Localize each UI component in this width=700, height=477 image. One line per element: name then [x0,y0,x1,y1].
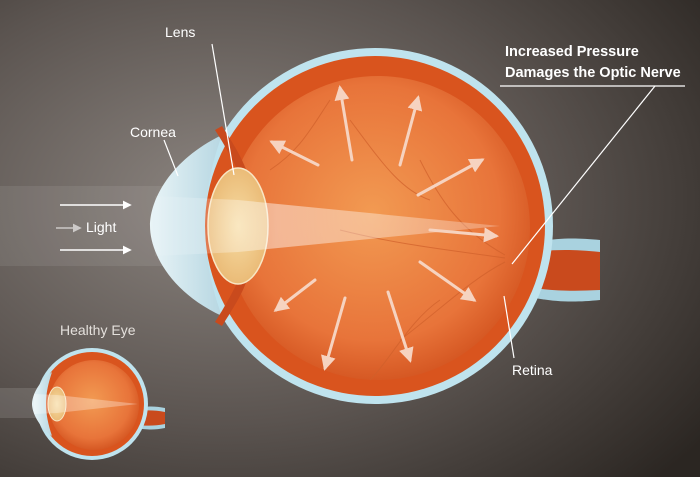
healthy-eye-lens [47,386,67,422]
pressure-arrow [416,158,485,197]
cornea-leader [163,139,179,177]
lens-leader [211,43,235,176]
refracted-light-beam [155,196,500,256]
pressure-arrow [334,85,354,162]
retina-label: Retina [512,362,553,378]
pressure-arrow [269,140,320,167]
pressure-arrow [386,290,414,363]
iris-top [215,126,248,180]
pressure-arrow [428,227,499,243]
pressure-arrow [321,296,347,371]
healthy-eye-cornea [32,372,52,436]
cornea-label: Cornea [130,124,176,140]
retina-leader [503,295,515,359]
blood-vessels [269,99,506,381]
healthy-eye-label: Healthy Eye [60,322,136,338]
pressure-arrow [418,260,477,302]
pressure-label: Increased Pressure Damages the Optic Ner… [505,42,695,84]
healthy-eye-beam [34,394,138,414]
pressure-label-line1: Increased Pressure [505,44,639,60]
pressure-arrows [269,85,499,371]
light-label: Light [86,219,117,235]
lens-label: Lens [165,24,196,40]
light-arrows [56,200,132,255]
pressure-leader-diagonal [511,85,656,265]
pressure-arrow [398,95,423,167]
pressure-label-line2: Damages the Optic Nerve [505,65,681,81]
healthy-eye-illustration [0,348,165,460]
leader-lines [163,43,685,359]
healthy-eye-vitreous [49,360,139,450]
pressure-arrow [273,278,317,312]
iris-bottom [215,272,248,326]
